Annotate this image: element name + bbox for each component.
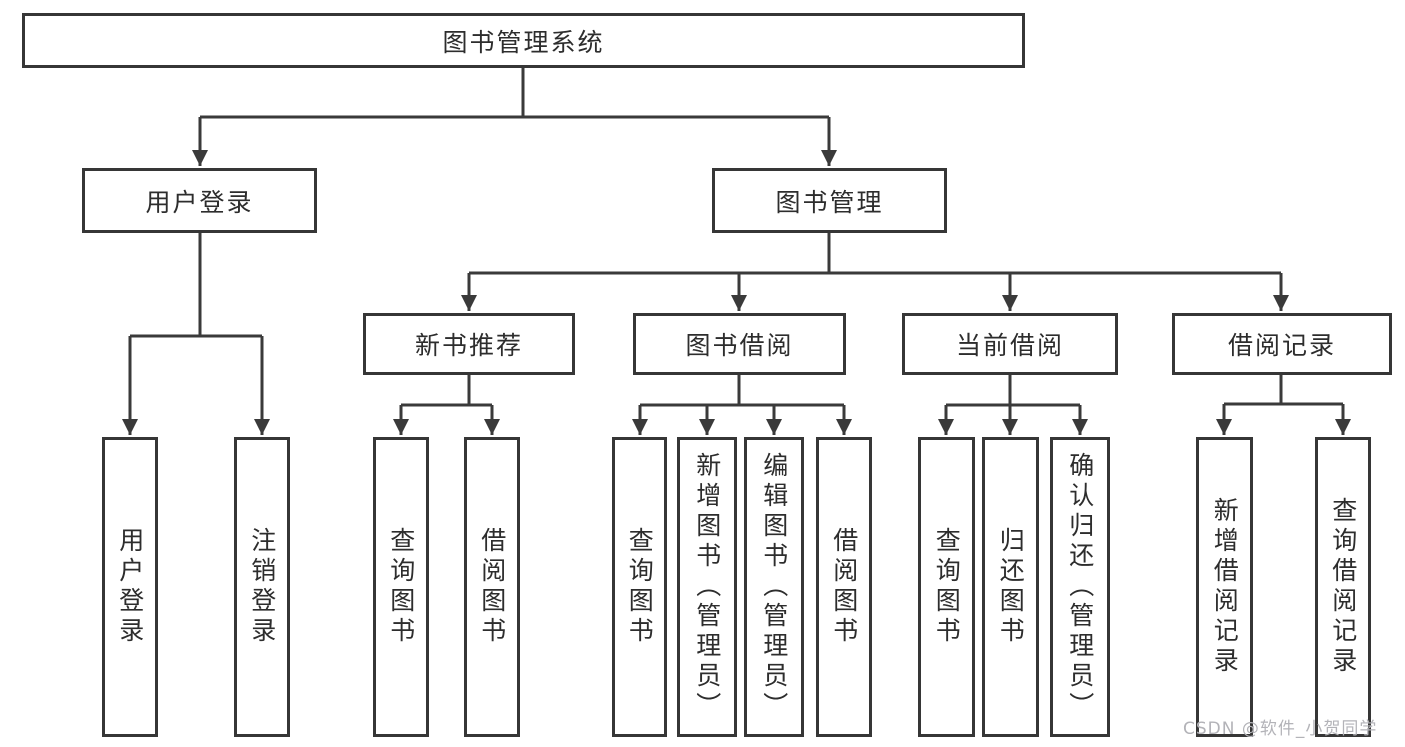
node-library-management-system: 图书管理系统 [22, 13, 1025, 68]
node-current-borrow: 当前借阅 [902, 313, 1118, 375]
leaf-label: 查询图书 [932, 527, 962, 647]
leaf-label: 注销登录 [247, 527, 277, 647]
leaf-label: 编辑图书（管理员） [759, 452, 789, 722]
leaf-query-books: 查询图书 [918, 437, 975, 737]
leaf-label: 查询图书 [386, 527, 416, 647]
leaf-add-books-admin: 新增图书（管理员） [677, 437, 737, 737]
leaf-confirm-return-admin: 确认归还（管理员） [1050, 437, 1110, 737]
node-label: 借阅记录 [1227, 331, 1336, 360]
leaf-label: 归还图书 [996, 527, 1026, 647]
leaf-edit-books-admin: 编辑图书（管理员） [744, 437, 804, 737]
leaf-label: 用户登录 [115, 527, 145, 647]
node-label: 新书推荐 [414, 331, 523, 360]
node-label: 当前借阅 [955, 331, 1064, 360]
node-new-book-recommend: 新书推荐 [363, 313, 575, 375]
node-borrow-records: 借阅记录 [1172, 313, 1392, 375]
leaf-add-borrow-record: 新增借阅记录 [1196, 437, 1253, 737]
node-book-borrow: 图书借阅 [633, 313, 846, 375]
leaf-label: 查询图书 [625, 527, 655, 647]
leaf-label: 确认归还（管理员） [1065, 452, 1095, 722]
leaf-label: 新增借阅记录 [1210, 497, 1240, 677]
csdn-watermark: CSDN @软件_小贺同学 [1183, 719, 1378, 739]
leaf-borrow-books: 借阅图书 [464, 437, 520, 737]
leaf-user-login: 用户登录 [102, 437, 158, 737]
leaf-label: 新增图书（管理员） [692, 452, 722, 722]
leaf-borrow-books: 借阅图书 [816, 437, 872, 737]
node-user-login: 用户登录 [82, 168, 317, 233]
leaf-label: 借阅图书 [477, 527, 507, 647]
leaf-query-borrow-record: 查询借阅记录 [1315, 437, 1371, 737]
node-label: 用户登录 [145, 187, 254, 217]
leaf-query-books: 查询图书 [612, 437, 667, 737]
leaf-return-books: 归还图书 [982, 437, 1039, 737]
node-label: 图书管理 [775, 187, 884, 217]
leaf-label: 借阅图书 [829, 527, 859, 647]
node-book-management: 图书管理 [712, 168, 947, 233]
node-label: 图书借阅 [685, 331, 794, 360]
leaf-query-books: 查询图书 [373, 437, 429, 737]
leaf-logout: 注销登录 [234, 437, 290, 737]
leaf-label: 查询借阅记录 [1328, 497, 1358, 677]
node-label: 图书管理系统 [442, 27, 605, 57]
